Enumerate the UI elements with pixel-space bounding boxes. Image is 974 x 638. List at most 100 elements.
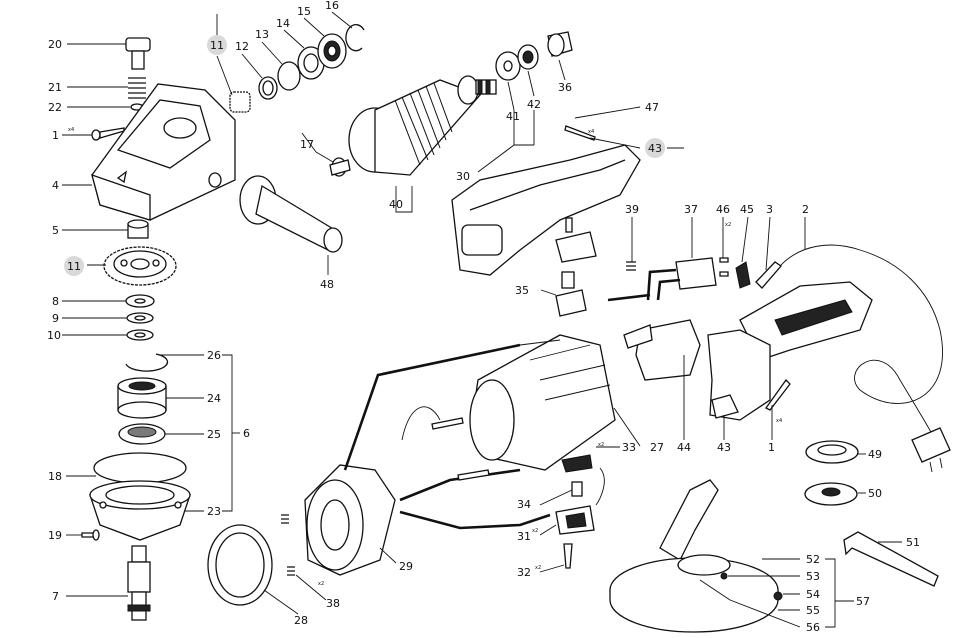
label-23: 23: [207, 505, 221, 518]
part-4-gear-housing: [91, 83, 236, 221]
part-41-washer: [495, 51, 521, 81]
part-44-electronic-module: [623, 319, 701, 381]
part-49-clamping-nut: [805, 440, 859, 464]
part-24-bearing: [117, 377, 167, 419]
part-1-screw: [91, 127, 125, 141]
label-53: 53: [806, 570, 820, 583]
label-48: 48: [320, 278, 334, 291]
part-50-backing-flange: [804, 482, 858, 506]
label-12: 12: [235, 40, 249, 53]
label-27: 27: [650, 441, 664, 454]
label-43-highlight: [645, 138, 665, 158]
part-53-bolt: [720, 572, 728, 580]
part-19-screw: [81, 529, 100, 541]
part-51-spanner: [843, 531, 939, 587]
part-45-cable-clamp: [735, 261, 751, 289]
label-2: 2: [802, 203, 809, 216]
part-32-screw: [563, 543, 573, 569]
part-27-motor-housing: [469, 334, 616, 471]
label-33: 33: [622, 441, 636, 454]
part-31-plate: [555, 505, 595, 535]
part-35-brush-holder: [555, 271, 587, 317]
label-3: 3: [766, 203, 773, 216]
part-labels: 20 21 22 1 4 5 11 8 9 10 18 19 7 26 24 2…: [47, 0, 920, 634]
part-46-screws: [719, 257, 729, 277]
label-44: 44: [677, 441, 691, 454]
label-6: 6: [243, 427, 250, 440]
part-33-brush-spring: [561, 454, 593, 473]
label-43-top: 43: [648, 142, 662, 155]
part-21-spring: [128, 77, 146, 99]
part-38-springs: [281, 514, 295, 576]
label-49: 49: [868, 448, 882, 461]
label-21: 21: [48, 81, 62, 94]
part-25-seal: [118, 423, 166, 445]
label-36: 36: [558, 81, 572, 94]
qty-x4-47: x4: [588, 129, 594, 135]
label-14: 14: [276, 17, 290, 30]
part-switch-plate: [555, 217, 597, 263]
part-brush-lead: [595, 467, 605, 506]
qty-x4-1b: x4: [776, 418, 782, 424]
part-20-spindle-lock-button: [125, 37, 151, 70]
qty-x2-33: x2: [598, 442, 604, 448]
label-46: 46: [716, 203, 730, 216]
label-13: 13: [255, 28, 269, 41]
part-29-stator: [304, 464, 396, 576]
label-42: 42: [527, 98, 541, 111]
label-22: 22: [48, 101, 62, 114]
label-28: 28: [294, 614, 308, 627]
qty-x2-38: x2: [318, 581, 324, 587]
label-45: 45: [740, 203, 754, 216]
part-47-screw: [564, 125, 596, 141]
label-43-bottom: 43: [717, 441, 731, 454]
label-5: 5: [52, 224, 59, 237]
label-38: 38: [326, 597, 340, 610]
label-11-highlight-b: [64, 256, 84, 276]
label-11-gear: 11: [67, 260, 81, 273]
label-31: 31: [517, 530, 531, 543]
qty-x2-31: x2: [532, 528, 538, 534]
quantity-marks: x2 x2 x2 x2 x2 x4 x4 x4: [68, 127, 782, 587]
label-51: 51: [906, 536, 920, 549]
part-1-long-screw: [765, 378, 791, 411]
label-34: 34: [517, 498, 531, 511]
label-52: 52: [806, 553, 820, 566]
label-50: 50: [868, 487, 882, 500]
part-37-switch: [646, 257, 717, 301]
part-15-ball-bearing: [317, 33, 347, 69]
label-9: 9: [52, 312, 59, 325]
label-19: 19: [48, 529, 62, 542]
label-24: 24: [207, 392, 221, 405]
part-34-carbon-brush: [571, 481, 583, 497]
part-18-flange: [89, 452, 191, 541]
part-2-power-cable: [779, 244, 951, 473]
part-5-bushing: [127, 219, 149, 239]
part-11-bevel-gear: [103, 246, 177, 286]
part-48-side-handle: [239, 175, 343, 253]
part-16-circlip: [345, 24, 365, 52]
label-11-pinion: 11: [210, 39, 224, 52]
label-30: 30: [456, 170, 470, 183]
label-56: 56: [806, 621, 820, 634]
part-43-handle-shell-upper: [451, 144, 641, 276]
label-54: 54: [806, 588, 820, 601]
label-17: 17: [300, 138, 314, 151]
motor-wiring: [343, 293, 651, 530]
label-1-bottom: 1: [768, 441, 775, 454]
label-35: 35: [515, 284, 529, 297]
part-13-ring: [277, 61, 301, 91]
leader-lines: [62, 11, 902, 628]
label-29: 29: [399, 560, 413, 573]
label-41: 41: [506, 110, 520, 123]
label-11-highlight-a: [207, 35, 227, 55]
part-12-needle-bearing: [258, 76, 278, 100]
part-36-bearing-sleeve: [547, 31, 573, 57]
part-54-knob: [773, 591, 783, 601]
label-15: 15: [297, 5, 311, 18]
label-40: 40: [389, 198, 403, 211]
part-rear-handle: [739, 281, 873, 361]
label-18: 18: [48, 470, 62, 483]
